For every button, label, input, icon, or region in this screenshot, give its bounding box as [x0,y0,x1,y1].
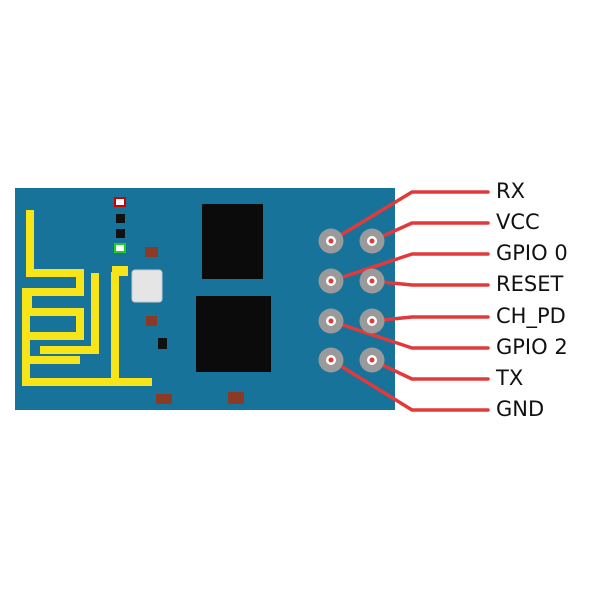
pin-label-vcc: VCC [496,210,540,234]
smd-black-2 [116,229,125,238]
pin-wires [329,190,490,412]
pin-label-gnd: GND [496,397,544,421]
crystal [131,269,163,303]
pin-wire-end-gpio0 [328,278,334,284]
smd-black-1 [116,214,125,223]
pin-label-reset: RESET [496,272,563,296]
pin-wire-end-rx [328,238,334,244]
pin-label-gpio2: GPIO 2 [496,335,568,359]
resistor-4 [228,392,244,404]
pin-label-gpio0: GPIO 0 [496,241,568,265]
pin-label-rx: RX [496,179,525,203]
wire-reset [370,279,490,287]
pcb-antenna-trace [22,210,152,386]
wire-tx [370,358,490,381]
pin-wire-end-gpio2 [328,318,334,324]
pin-wire-end-gnd [328,357,334,363]
wire-gpio0 [329,252,490,283]
pin-label-ch-pd: CH_PD [496,304,566,329]
wire-gpio2 [329,319,490,350]
header-pins [318,228,385,373]
wire-gnd [329,358,490,412]
wire-ch-pd [370,315,490,323]
pin-label-tx: TX [495,366,523,390]
resistor-1 [145,247,158,257]
antenna-pad [112,266,128,276]
resistor-3 [156,394,172,404]
resistor-2 [146,316,157,326]
led-red [114,197,126,207]
esp8266-chip [196,296,271,372]
pin-wire-end-vcc [369,238,375,244]
led-green [114,243,126,253]
wire-vcc [370,221,490,243]
wire-rx [329,190,490,243]
smd-black-3 [158,338,167,349]
pin-wire-end-ch-pd [369,318,375,324]
pin-wire-end-reset [369,278,375,284]
pin-wire-end-tx [369,357,375,363]
flash-chip [202,204,263,279]
